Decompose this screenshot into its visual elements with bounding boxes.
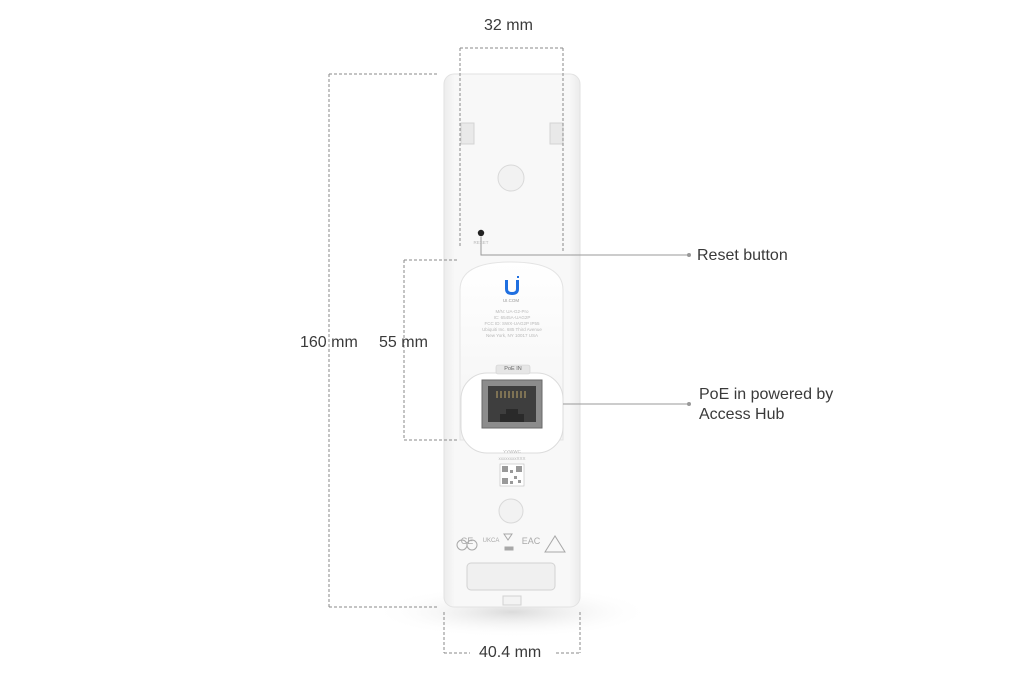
reset-pinhole	[477, 229, 485, 237]
label-line: FCC ID: SWX-UAG2P IP55	[484, 321, 540, 326]
regulatory-label: M/N: UA-G2-Pro IC: 6545A-UAG2P FCC ID: S…	[464, 309, 560, 339]
certification-marks	[456, 533, 566, 553]
serial-number: xxxxxxxxXXX	[498, 456, 526, 461]
ubiquiti-logo-icon	[505, 276, 519, 295]
mount-slot-right	[549, 122, 564, 145]
cert-eac-mark: EAC	[521, 536, 541, 546]
callout-lines	[480, 237, 688, 405]
dimension-lines	[328, 47, 581, 654]
dimension-bottom-width: 40.4 mm	[479, 644, 542, 661]
brand-label: UI.COM	[502, 298, 520, 303]
rj45-pins	[496, 391, 526, 398]
poe-in-label: PoE IN	[504, 366, 522, 372]
dimension-panel-height: 55 mm	[379, 334, 428, 351]
label-line: New York, NY 10017 USA	[486, 333, 538, 338]
callout-poe-line2: Access Hub	[699, 406, 785, 423]
date-code: YYWWC	[503, 449, 521, 454]
callout-poe-in: PoE in powered by Access Hub	[699, 385, 833, 425]
label-line: IC: 6545A-UAG2P	[493, 315, 531, 320]
cert-ukca-mark: UKCA	[482, 538, 500, 544]
screw-hole-top	[497, 164, 525, 192]
cert-ce-mark: CE	[460, 536, 474, 546]
callout-poe-line1: PoE in powered by	[699, 386, 834, 403]
device-shadow	[372, 586, 652, 638]
callout-dot-poe	[687, 402, 691, 406]
bottom-tab	[502, 595, 522, 606]
rj45-latch	[500, 409, 524, 422]
screw-hole-bottom	[498, 498, 524, 524]
mount-slot-left	[460, 122, 475, 145]
dimension-top-width: 32 mm	[484, 17, 533, 34]
device	[443, 73, 581, 608]
bottom-mount-slot	[466, 562, 556, 591]
label-line: Ubiquiti Inc. 685 Third Avenue	[482, 327, 542, 332]
callout-dot-reset	[687, 253, 691, 257]
label-line: M/N: UA-G2-Pro	[495, 309, 529, 314]
dimension-height: 160 mm	[300, 334, 358, 351]
qr-code-icon	[499, 463, 525, 487]
poe-label-box	[495, 364, 531, 375]
callout-reset-button: Reset button	[697, 247, 788, 264]
reset-label: RESET	[473, 240, 489, 245]
